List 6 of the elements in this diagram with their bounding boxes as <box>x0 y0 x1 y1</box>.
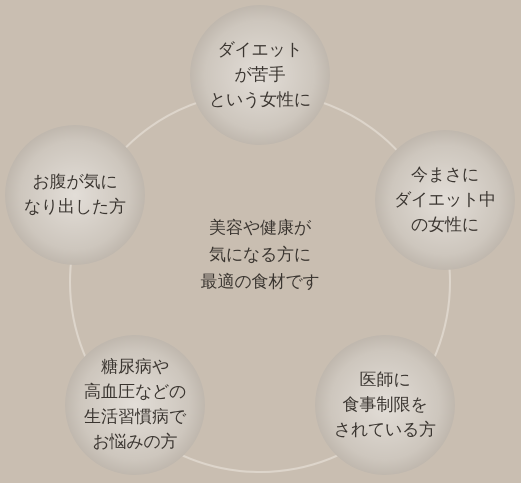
circle-badge: 今まさにダイエット中の女性に <box>375 130 515 270</box>
circle-badge: ダイエットが苦手という女性に <box>190 5 330 145</box>
center-text: 美容や健康が気になる方に最適の食材です <box>200 217 320 294</box>
circle-badge: 糖尿病や高血圧などの生活習慣病でお悩みの方 <box>65 335 205 475</box>
circle-badge: お腹が気になり出した方 <box>5 125 145 265</box>
circle-badge: 医師に食事制限をされている方 <box>315 335 455 475</box>
